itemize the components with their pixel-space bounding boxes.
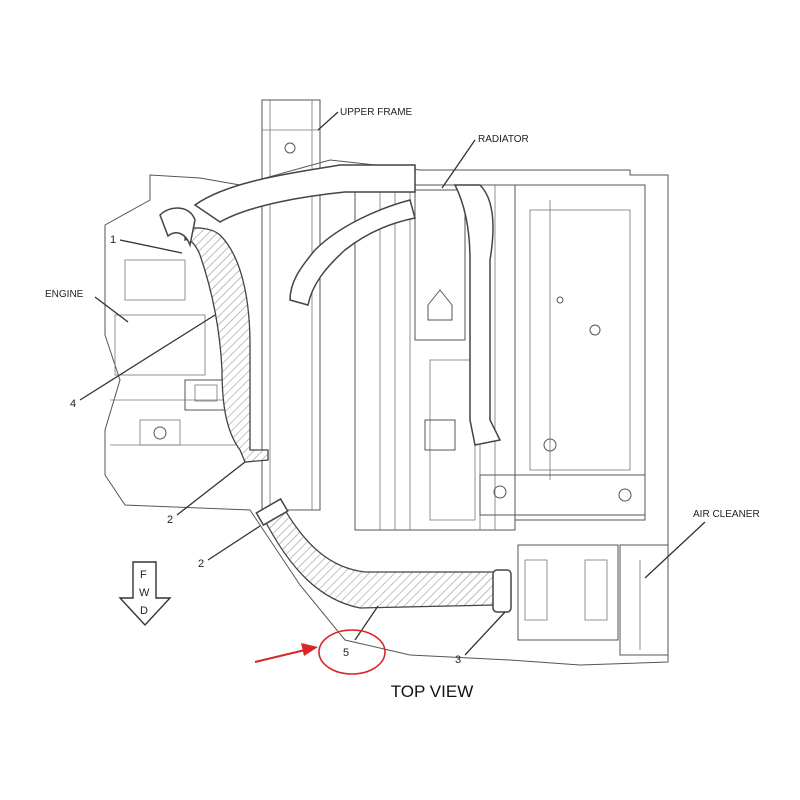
leader-4 xyxy=(79,314,216,401)
leader-air-cleaner xyxy=(644,521,706,579)
hose-4 xyxy=(184,227,269,463)
fwd-arrow: F W D xyxy=(118,561,172,627)
label-engine: ENGINE xyxy=(45,289,84,300)
label-radiator: RADIATOR xyxy=(478,134,529,145)
fwd-letter-d: D xyxy=(140,605,148,617)
label-upper-frame: UPPER FRAME xyxy=(340,107,413,118)
leader-5 xyxy=(354,605,379,641)
hose-5-end xyxy=(255,497,289,527)
right-frame xyxy=(479,184,646,521)
callout-2b: 2 xyxy=(198,558,204,570)
highlight-circle xyxy=(318,629,386,675)
leader-upper-frame xyxy=(317,111,339,131)
callout-2a: 2 xyxy=(167,514,173,526)
air-cleaner-housing xyxy=(517,544,669,656)
callout-5: 5 xyxy=(343,647,349,659)
label-air-cleaner: AIR CLEANER xyxy=(693,509,760,520)
highlight-arrow-shaft xyxy=(254,649,306,663)
fwd-letter-w: W xyxy=(139,587,150,599)
highlight-arrow-head xyxy=(301,643,318,656)
leader-3 xyxy=(464,611,506,656)
callout-4: 4 xyxy=(70,398,76,410)
upper-frame xyxy=(261,99,321,511)
leader-radiator xyxy=(441,139,476,189)
hose-5-cuff xyxy=(492,569,512,613)
hose-5 xyxy=(261,504,496,609)
leader-1 xyxy=(119,239,183,254)
fwd-letter-f: F xyxy=(140,569,147,581)
leader-engine xyxy=(94,296,129,323)
upper-tube xyxy=(193,164,502,446)
view-title: TOP VIEW xyxy=(391,682,474,701)
callout-1: 1 xyxy=(110,234,116,246)
callout-3: 3 xyxy=(455,654,461,666)
leader-2b xyxy=(207,525,261,561)
hose-elbow-upper xyxy=(159,207,196,248)
leader-2a xyxy=(176,461,246,516)
